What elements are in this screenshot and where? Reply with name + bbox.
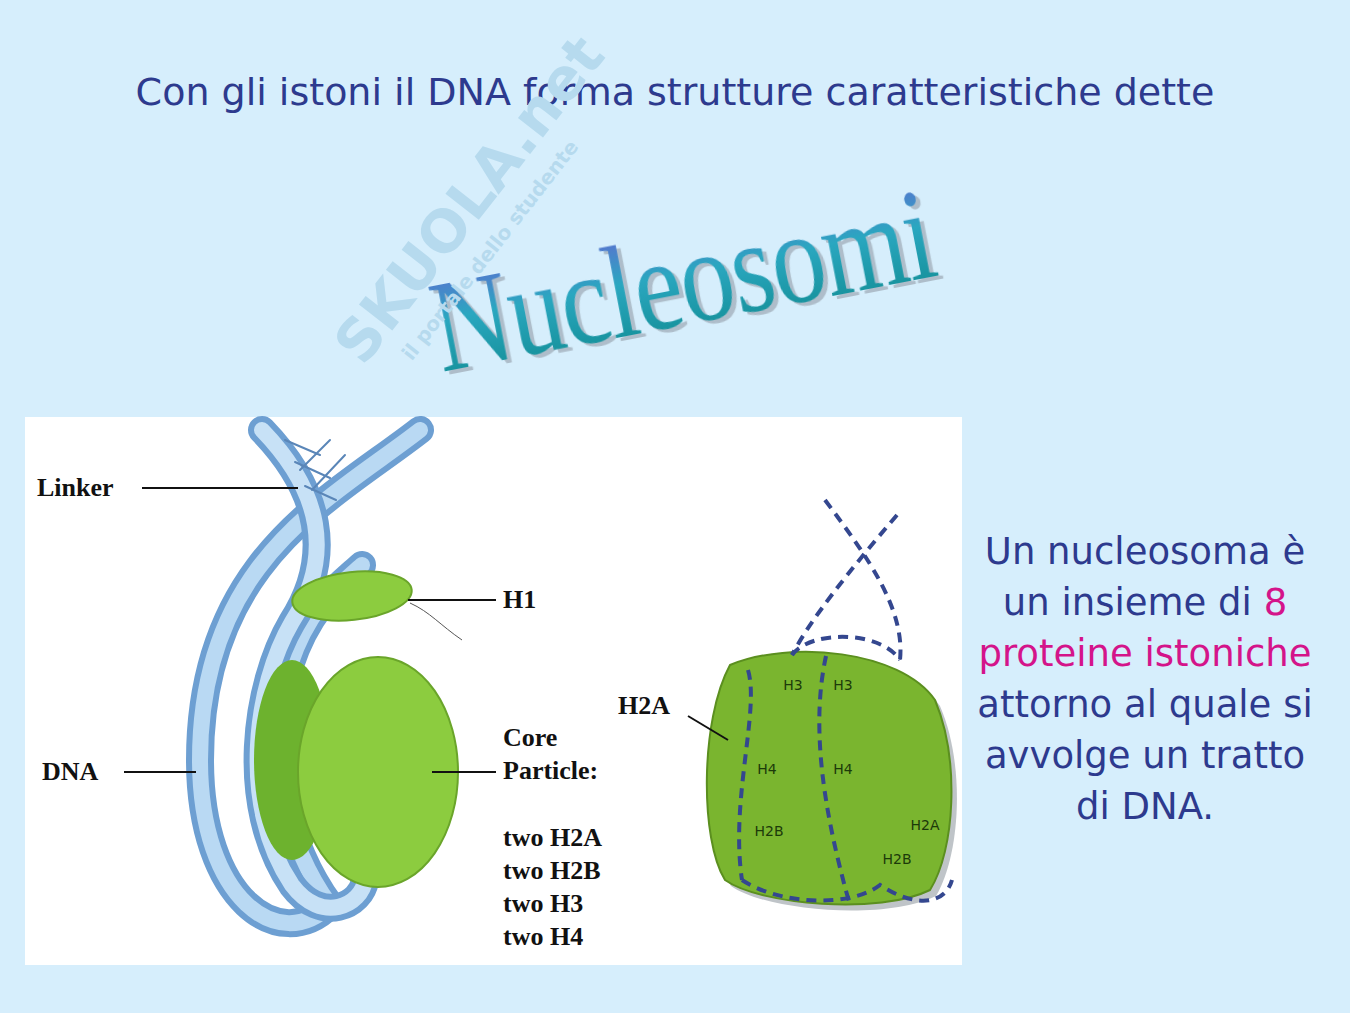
description-paragraph: Un nucleosoma è un insieme di 8 proteine…	[975, 526, 1315, 832]
histone-label: H2A	[910, 818, 939, 833]
component-item: two H4	[503, 923, 583, 952]
component-item: two H2A	[503, 824, 602, 853]
octamer-scheme	[707, 500, 957, 910]
histone-label: H4	[833, 762, 852, 777]
part-label: H1	[503, 586, 536, 615]
image-panel	[25, 417, 962, 965]
component-item: two H2B	[503, 857, 601, 886]
histone-label: H3	[833, 678, 852, 693]
slide-title: Con gli istoni il DNA forma strutture ca…	[0, 72, 1350, 114]
body-text: Un nucleosoma è un insieme di	[985, 530, 1305, 624]
histone-label: H3	[783, 678, 802, 693]
component-item: two H3	[503, 890, 583, 919]
leader-lines	[124, 488, 728, 772]
body-text: attorno al quale si avvolge un tratto di…	[977, 683, 1312, 828]
histone-label: H2B	[754, 824, 783, 839]
histone-label: H2B	[882, 852, 911, 867]
part-label: H2A	[618, 692, 670, 721]
part-label: Linker	[37, 474, 114, 503]
part-label: Core Particle:	[503, 722, 643, 787]
histone-label: H4	[757, 762, 776, 777]
part-label: DNA	[42, 758, 98, 787]
histone-core	[254, 566, 462, 887]
